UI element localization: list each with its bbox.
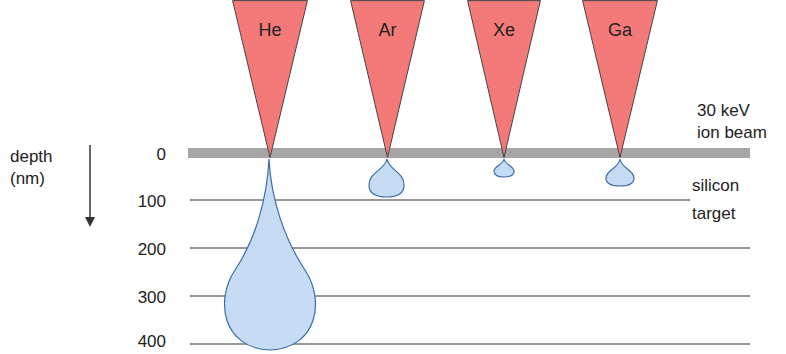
depth-tick: 300 (116, 288, 166, 308)
ion-species: Ga (582, 20, 658, 41)
ion-beam-cone: Ar (350, 0, 425, 158)
depth-arrow (89, 145, 91, 222)
depth-tick: 200 (116, 240, 166, 260)
axis-title: depth (nm) (10, 146, 72, 190)
ion-species: Xe (467, 20, 541, 41)
ion-species: Ar (350, 20, 425, 41)
ion-beam-cone: Ga (582, 0, 658, 158)
ion-beam-cone: Xe (467, 0, 541, 158)
depth-tick: 0 (116, 145, 166, 165)
ion-beam-cone: He (232, 0, 308, 158)
depth-tick: 400 (116, 332, 166, 352)
beam-energy-label: 30 keV ion beam (697, 100, 769, 144)
damage-cascades (225, 159, 634, 350)
target-label: silicon target (690, 172, 764, 228)
ion-species: He (232, 20, 308, 41)
depth-tick: 100 (116, 192, 166, 212)
